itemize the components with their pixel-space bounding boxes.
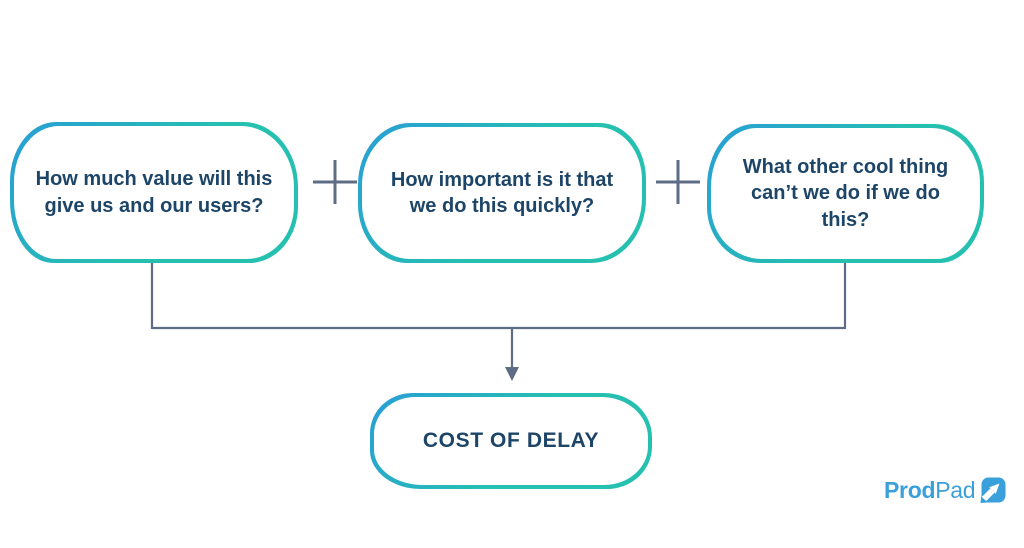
cost-of-delay-label: COST OF DELAY (422, 429, 600, 453)
plus-operator-2: + (655, 159, 701, 205)
cost-of-delay-box: COST OF DELAY (370, 393, 652, 489)
question-box-opportunity-inner: What other cool thing can’t we do if we … (711, 128, 980, 259)
arrowhead-icon (505, 367, 519, 381)
cost-of-delay-box-inner: COST OF DELAY (374, 397, 648, 485)
plus-operator-1: + (312, 159, 358, 205)
prodpad-logo-text-light: Pad (935, 476, 976, 503)
prodpad-arrow-icon (980, 477, 1006, 503)
question-text-value: How much value will this give us and our… (35, 168, 273, 217)
question-box-urgency-inner: How important is it that we do this quic… (362, 127, 642, 259)
question-text-opportunity: What other cool thing can’t we do if we … (742, 155, 949, 231)
question-text-urgency: How important is it that we do this quic… (390, 168, 614, 217)
question-box-value: How much value will this give us and our… (10, 122, 298, 263)
question-box-value-inner: How much value will this give us and our… (14, 126, 294, 259)
question-box-opportunity: What other cool thing can’t we do if we … (707, 124, 984, 263)
prodpad-logo-text-bold: Prod (884, 476, 936, 503)
question-box-urgency: How important is it that we do this quic… (358, 123, 646, 263)
